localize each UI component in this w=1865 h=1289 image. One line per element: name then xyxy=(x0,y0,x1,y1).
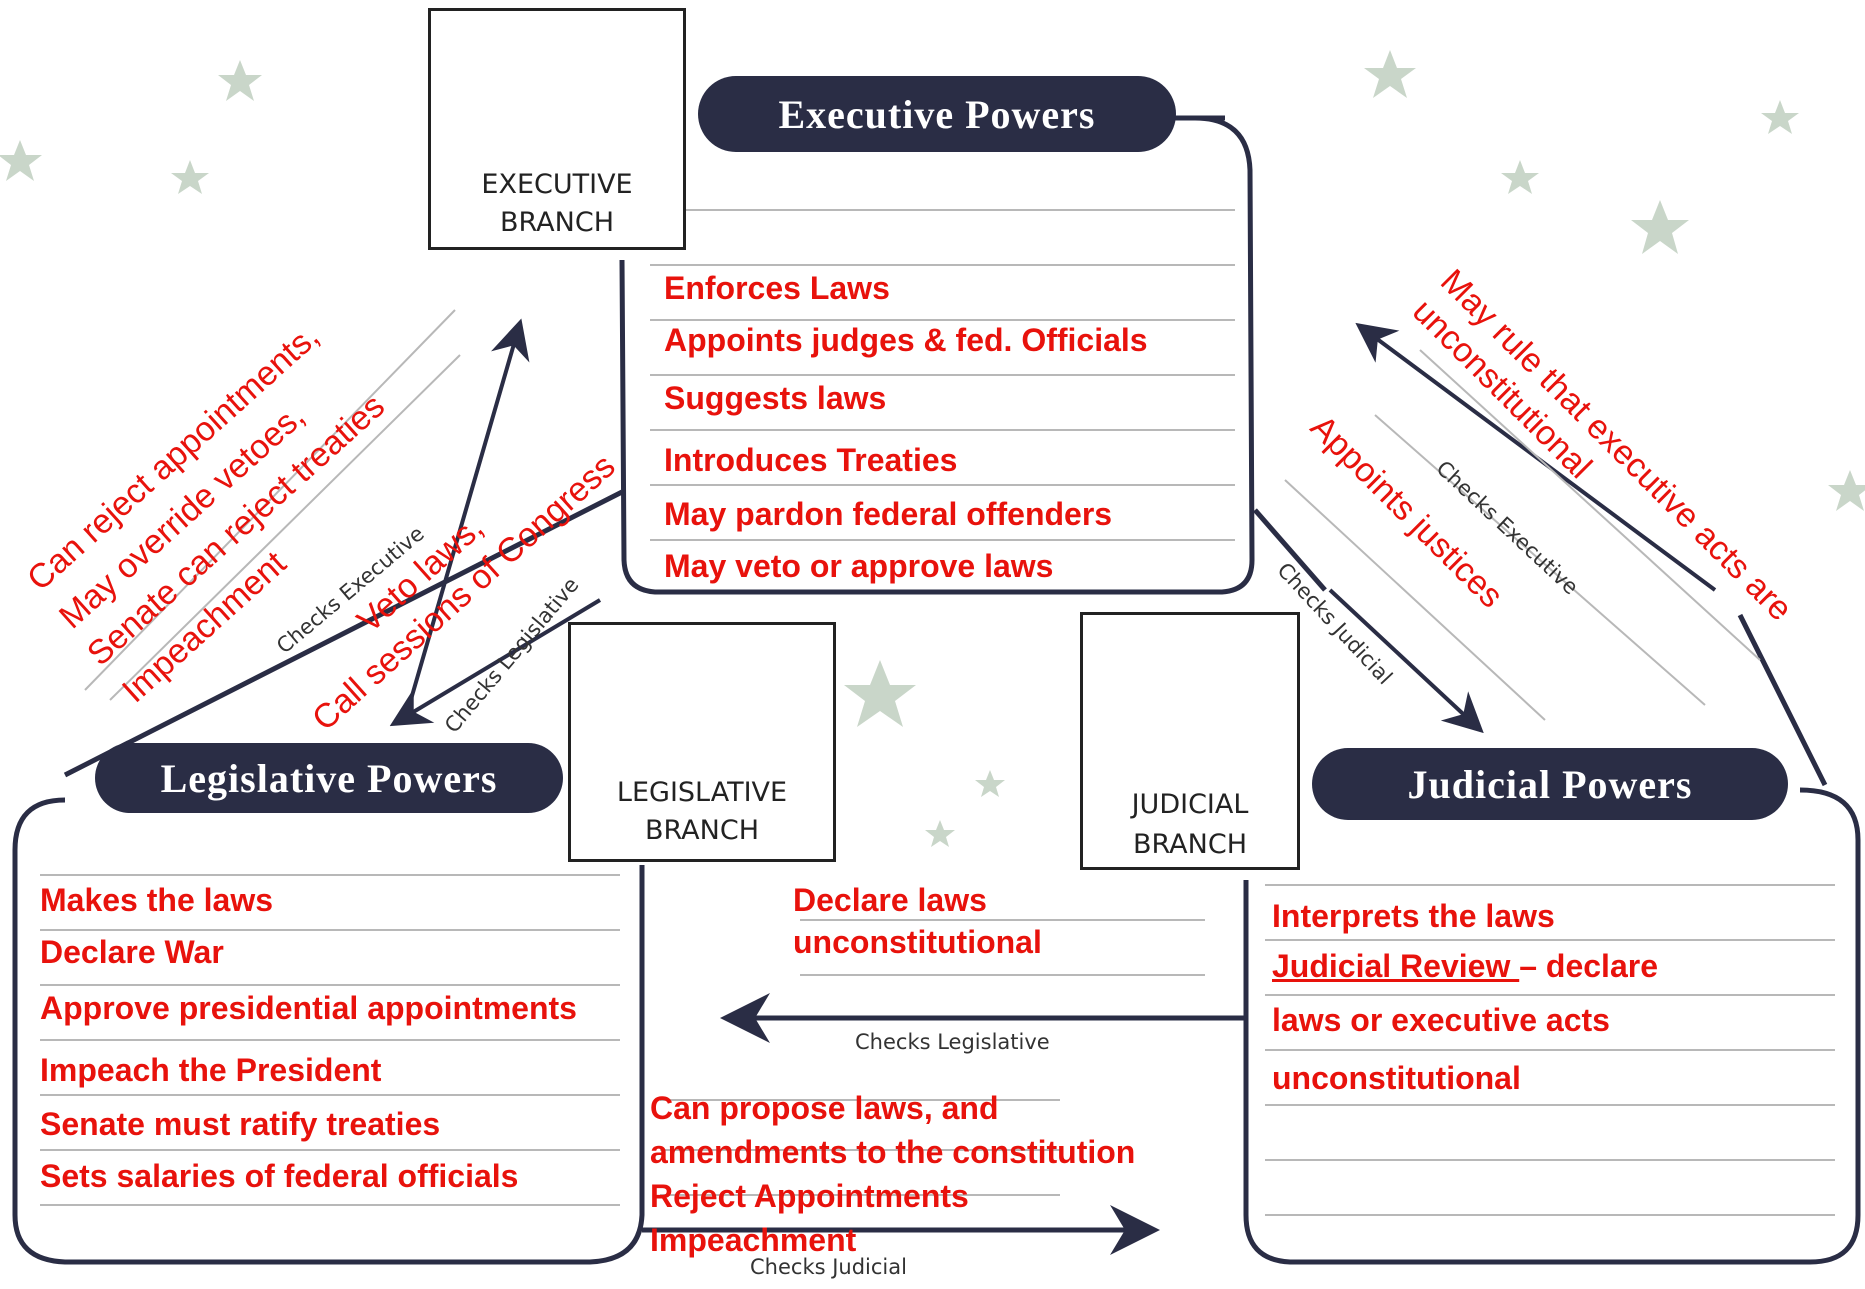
legislative-branch-label-2: BRANCH xyxy=(644,815,759,846)
leg-power-1: Makes the laws xyxy=(40,882,273,918)
leg-over-jud-2: amendments to the constitution xyxy=(650,1134,1136,1170)
judicial-branch-label-1: JUDICIAL xyxy=(1131,789,1249,820)
judicial-powers-title: Judicial Powers xyxy=(1312,748,1788,820)
exec-power-6: May veto or approve laws xyxy=(664,548,1054,584)
leg-power-3: Approve presidential appointments xyxy=(40,990,577,1026)
exec-power-2: Appoints judges & fed. Officials xyxy=(664,322,1148,358)
leg-power-2: Declare War xyxy=(40,934,224,970)
exec-power-3: Suggests laws xyxy=(664,380,887,416)
legislative-branch-box: LEGISLATIVE BRANCH xyxy=(568,622,836,862)
jud-power-3: laws or executive acts xyxy=(1272,1002,1610,1038)
jud-power-2: Judicial Review – declare xyxy=(1272,948,1658,985)
background-stars xyxy=(0,50,1865,847)
judicial-review-term: Judicial Review xyxy=(1272,948,1520,984)
jud-power-4: unconstitutional xyxy=(1272,1060,1521,1096)
executive-powers-title: Executive Powers xyxy=(698,76,1176,152)
leg-over-jud-1: Can propose laws, and xyxy=(650,1090,999,1126)
executive-branch-label-1: EXECUTIVE xyxy=(481,169,633,200)
legislative-branch-label-1: LEGISLATIVE xyxy=(616,777,788,808)
exec-power-4: Introduces Treaties xyxy=(664,442,958,478)
jud-power-1: Interprets the laws xyxy=(1272,898,1555,934)
judicial-branch-box: JUDICIAL BRANCH xyxy=(1080,612,1300,870)
jud-over-leg-2: unconstitutional xyxy=(793,924,1042,960)
legislative-powers-title: Legislative Powers xyxy=(95,743,563,813)
leg-over-jud-3: Reject Appointments xyxy=(650,1178,969,1214)
check-jud-checks-leg: Checks Legislative xyxy=(855,1030,1050,1054)
leg-power-4: Impeach the President xyxy=(40,1052,382,1088)
leg-power-5: Senate must ratify treaties xyxy=(40,1106,441,1142)
check-leg-checks-jud: Checks Judicial xyxy=(750,1255,907,1279)
executive-branch-label-2: BRANCH xyxy=(499,207,614,238)
exec-power-5: May pardon federal offenders xyxy=(664,496,1113,532)
leg-power-6: Sets salaries of federal officials xyxy=(40,1158,519,1194)
jud-over-leg-1: Declare laws xyxy=(793,882,987,918)
judicial-review-rest: – declare xyxy=(1519,948,1658,984)
executive-branch-box: EXECUTIVE BRANCH xyxy=(428,8,686,250)
judicial-branch-label-2: BRANCH xyxy=(1132,829,1247,860)
leg-over-jud-4: Impeachment xyxy=(650,1222,857,1258)
exec-power-1: Enforces Laws xyxy=(664,270,890,306)
